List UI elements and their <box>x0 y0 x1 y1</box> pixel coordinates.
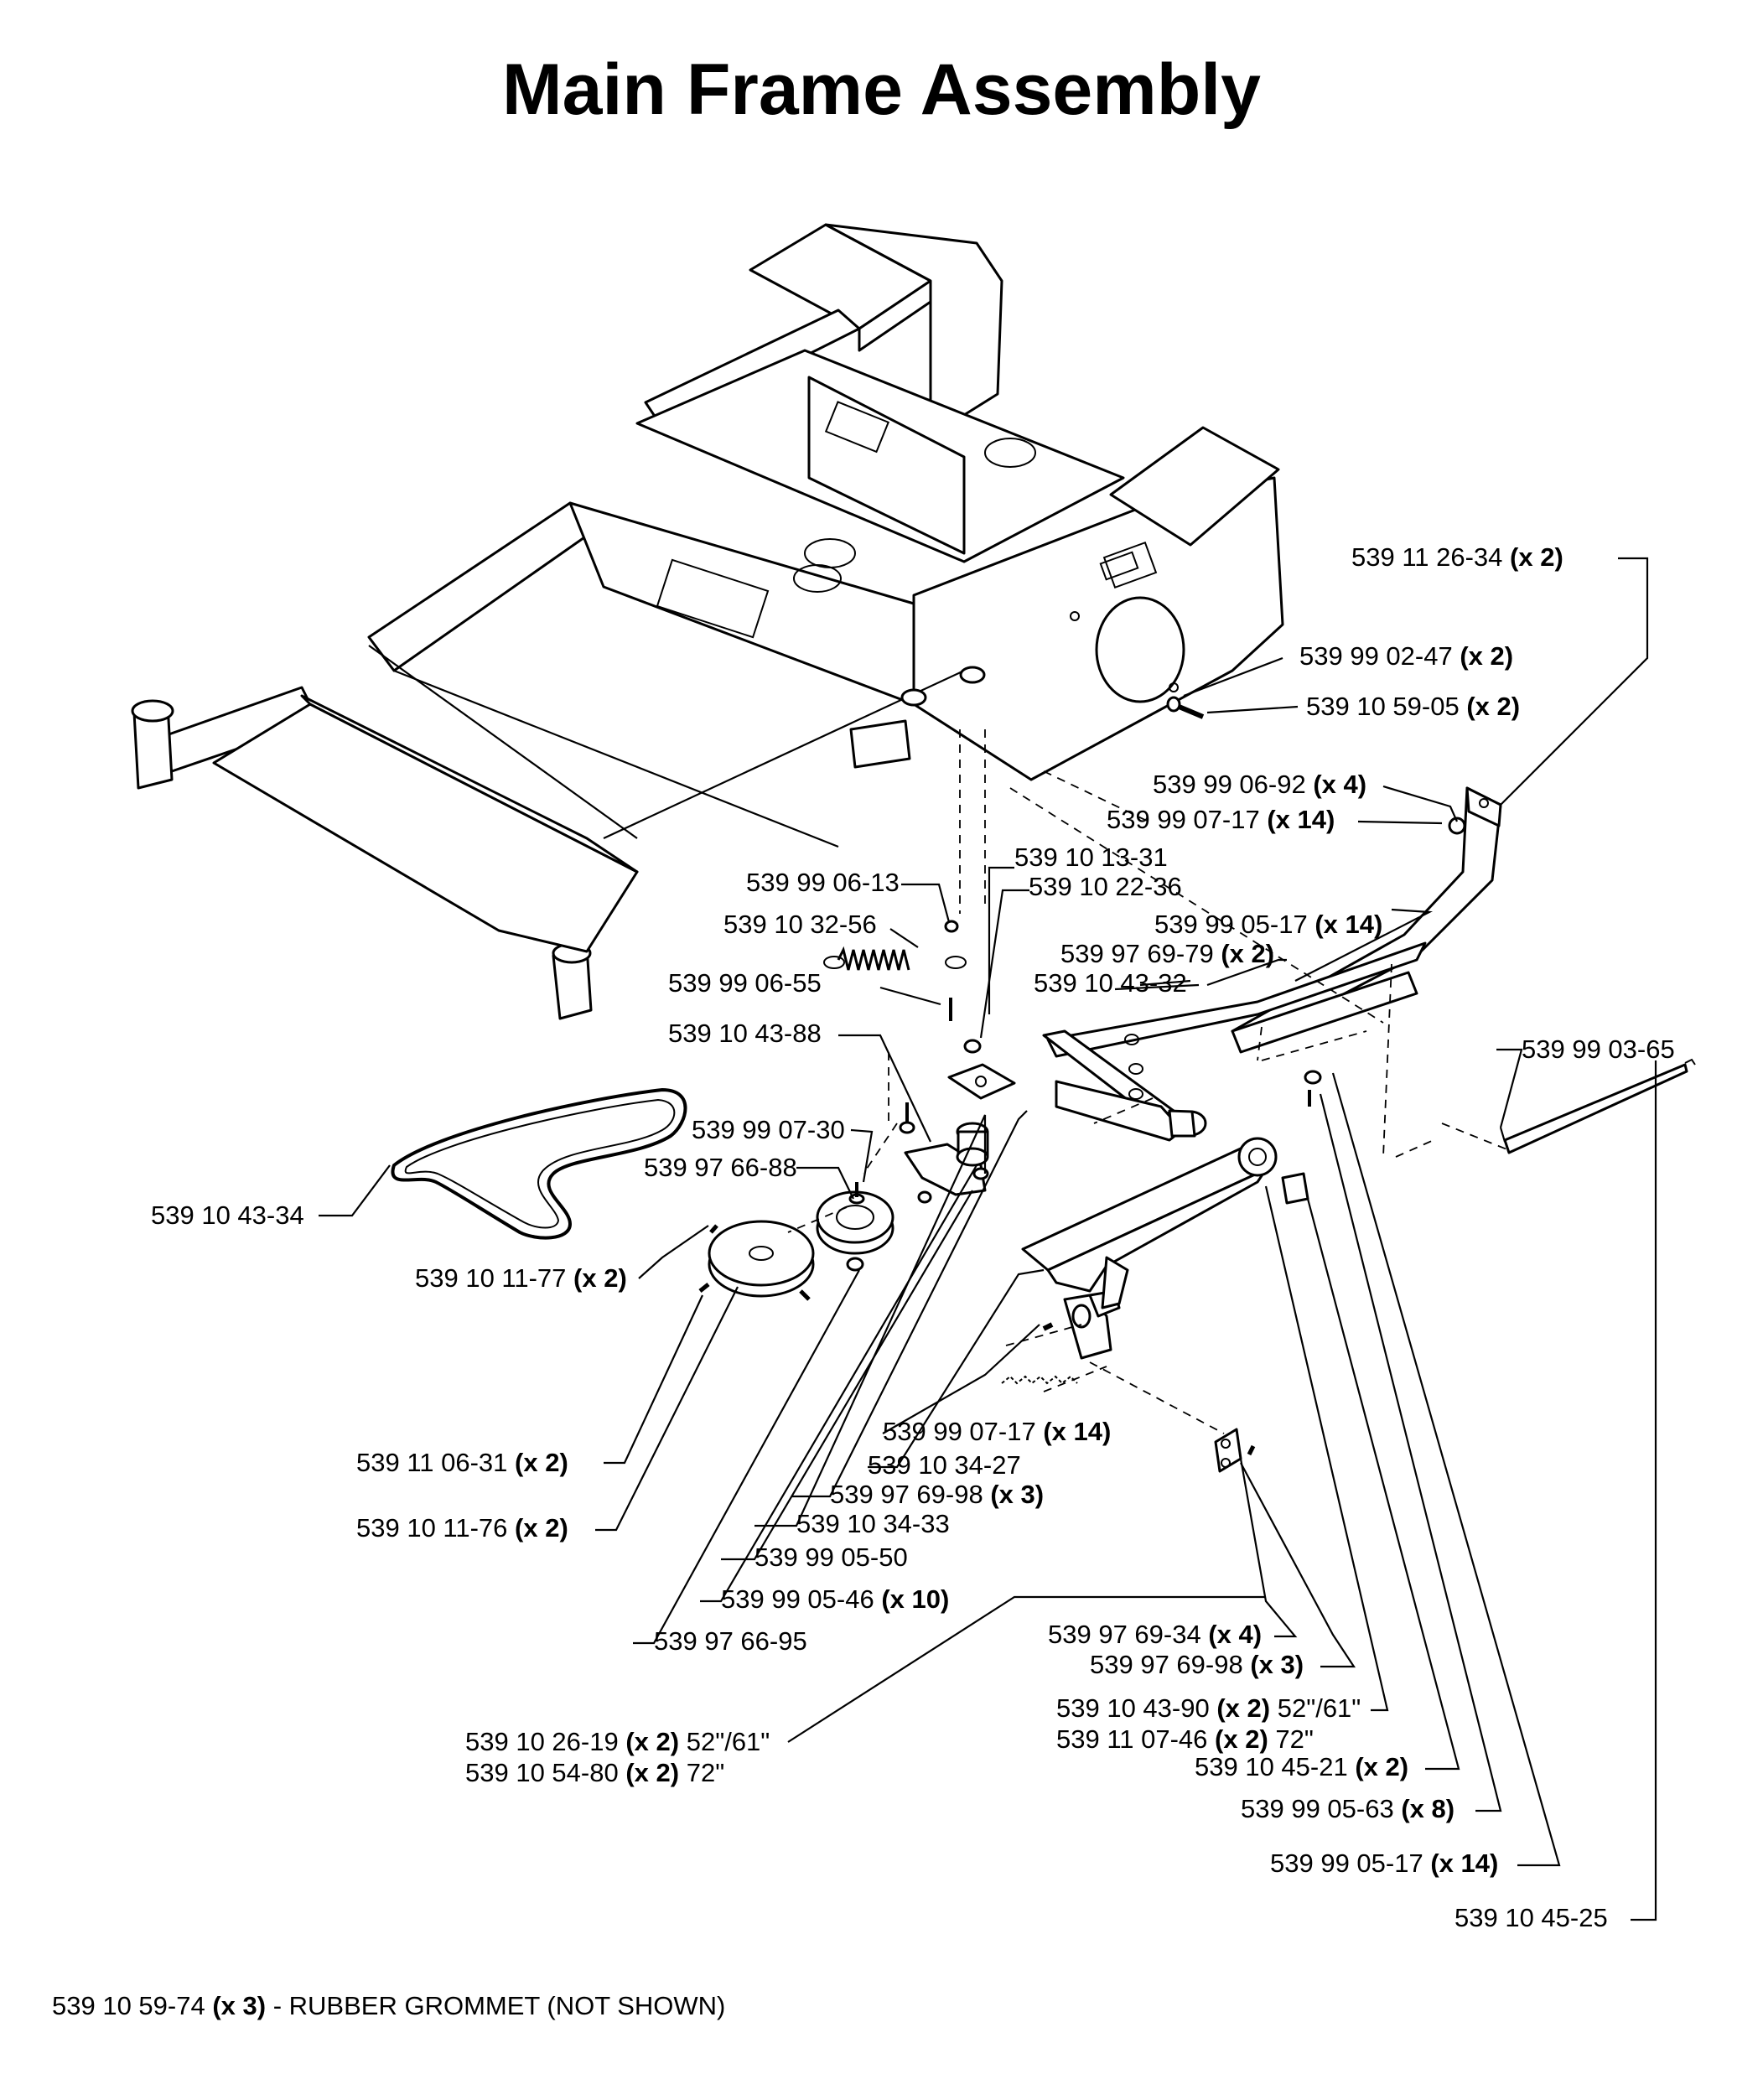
callout-label: 539 10 43-90 (x 2) 52"/61" <box>1056 1693 1361 1723</box>
extension-spring-part <box>823 920 967 1021</box>
flat-idler-pulley-part <box>698 1220 815 1301</box>
leader-lines <box>319 557 1657 1921</box>
callout-label: 539 10 43-88 <box>668 1019 822 1048</box>
callout-label: 539 10 22-36 <box>1029 872 1182 901</box>
rod-part <box>1499 1058 1696 1154</box>
v-idler-pulley-part <box>816 1182 894 1272</box>
callout-label: 539 99 06-13 <box>746 868 900 897</box>
lower-arm-part <box>1021 1137 1309 1360</box>
callout-label: 539 10 13-31 <box>1014 843 1168 872</box>
callout-label: 539 10 45-21 (x 2) <box>1195 1752 1408 1781</box>
drive-belt-part <box>391 1088 687 1240</box>
callout-label: 539 99 06-92 (x 4) <box>1153 770 1366 799</box>
callout-label: 539 99 05-17 (x 14) <box>1270 1849 1498 1878</box>
callout-label: 539 99 07-30 <box>692 1115 845 1144</box>
callout-label: 539 99 05-50 <box>754 1543 908 1572</box>
callout-label: 539 99 05-46 (x 10) <box>721 1584 949 1614</box>
callout-label: 539 97 66-95 <box>654 1626 807 1656</box>
callout-label: 539 97 66-88 <box>644 1153 797 1182</box>
callout-label: 539 99 06-55 <box>668 968 822 998</box>
assembly-dashed-lines <box>787 729 1510 1434</box>
callout-label: 539 10 34-33 <box>796 1509 950 1538</box>
callout-label: 539 99 03-65 <box>1522 1034 1675 1064</box>
callout-labels: 539 11 26-34 (x 2) 539 99 02-47 (x 2) 53… <box>151 542 1675 1932</box>
footnote: 539 10 59-74 (x 3) - RUBBER GROMMET (NOT… <box>52 1991 725 2021</box>
footnote-part: 539 10 59-74 <box>52 1991 205 2020</box>
idler-arm-part <box>899 1039 1016 1204</box>
callout-label: 539 99 07-17 (x 14) <box>1107 805 1335 834</box>
callout-label: 539 10 34-27 <box>868 1450 1021 1480</box>
callout-label: 539 10 32-56 <box>723 910 877 939</box>
page-title: Main Frame Assembly <box>502 49 1261 130</box>
bolt-part <box>1166 696 1205 719</box>
lift-arm-part <box>1046 786 1502 1058</box>
callout-label: 539 11 26-34 (x 2) <box>1351 542 1563 572</box>
pivot-tube-part <box>1042 1029 1207 1142</box>
callout-label: 539 97 69-98 (x 3) <box>1090 1650 1304 1679</box>
callout-label: 539 10 45-25 <box>1454 1903 1608 1932</box>
spring-part <box>1001 1322 1078 1385</box>
footnote-text: - RUBBER GROMMET (NOT SHOWN) <box>272 1991 726 2020</box>
callout-label: 539 97 69-79 (x 2) <box>1060 939 1274 968</box>
callout-label: 539 10 11-76 (x 2) <box>356 1513 568 1543</box>
main-frame-part <box>131 223 1284 1020</box>
callout-label: 539 10 54-80 (x 2) 72" <box>465 1758 724 1787</box>
callout-label: 539 97 69-98 (x 3) <box>830 1480 1044 1509</box>
callout-label: 539 99 02-47 (x 2) <box>1299 641 1513 671</box>
callout-label: 539 99 07-17 (x 14) <box>883 1417 1111 1446</box>
footnote-qty: (x 3) <box>212 1991 267 2020</box>
callout-label: 539 99 05-17 (x 14) <box>1154 910 1382 939</box>
callout-label: 539 11 06-31 (x 2) <box>356 1448 568 1477</box>
bracket-part <box>1214 1428 1256 1473</box>
callout-label: 539 10 26-19 (x 2) 52"/61" <box>465 1727 770 1756</box>
callout-label: 539 10 11-77 (x 2) <box>415 1263 627 1293</box>
callout-label: 539 99 05-63 (x 8) <box>1241 1794 1454 1823</box>
hardware-part <box>1304 1070 1322 1107</box>
callout-label: 539 10 43-34 <box>151 1200 304 1230</box>
callout-label: 539 10 59-05 (x 2) <box>1306 692 1520 721</box>
callout-label: 539 11 07-46 (x 2) 72" <box>1056 1724 1314 1754</box>
callout-label: 539 97 69-34 (x 4) <box>1048 1620 1262 1649</box>
callout-label: 539 10 43-32 <box>1034 968 1187 998</box>
